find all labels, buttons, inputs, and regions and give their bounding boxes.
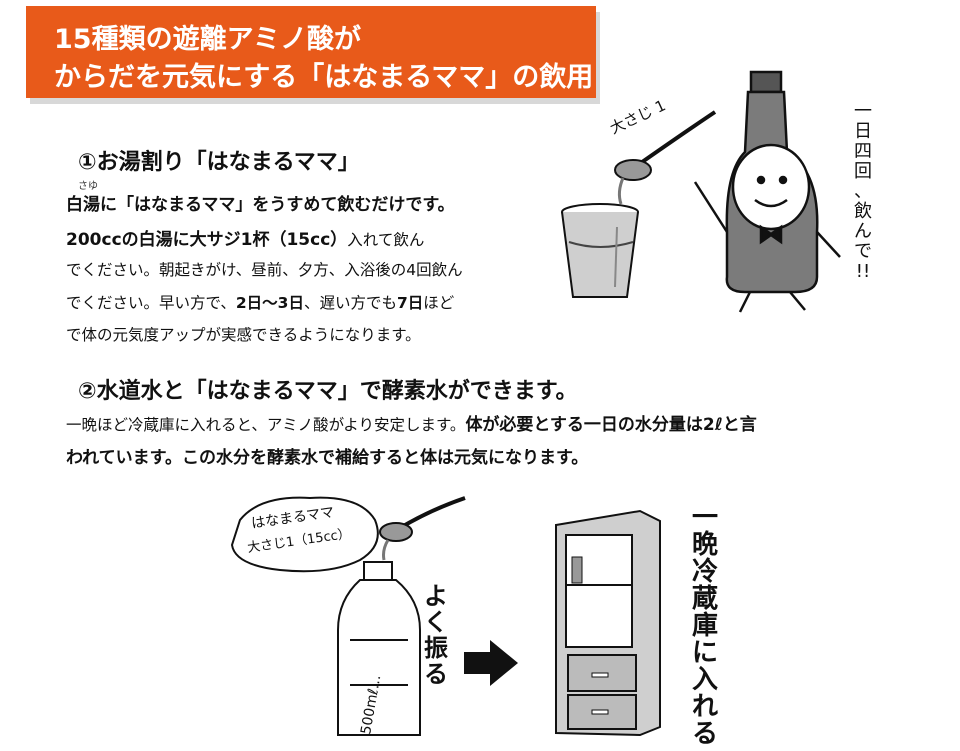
section1-ruby: さゆ (78, 181, 98, 192)
section2-line-2: われています。この水分を酵素水で補給すると体は元気になります。 (66, 448, 589, 468)
title-banner: 15種類の遊離アミノ酸が からだを元気にする「はなまるママ」の飲用 (26, 6, 596, 98)
shake-char: る (424, 660, 448, 688)
side-note-char: 一 (854, 101, 872, 122)
side-note-char: で (854, 241, 872, 262)
section1-line-2: 200ccの白湯に大サジ1杯（15cc）入れて飲ん (66, 225, 424, 250)
side-note-char: ん (854, 221, 872, 242)
water-bottle-icon (337, 561, 421, 736)
fridge-char: 入 (691, 665, 718, 695)
shake-char: く (424, 608, 448, 636)
side-note-char: 四 (854, 141, 872, 162)
shake-label: よ く 振 る (416, 583, 456, 687)
illustration-cup-bottle: 大さじ 1 (561, 70, 841, 313)
section1-line-2-rest: 入れて飲ん (347, 231, 425, 249)
section1-line-4c: 、遅い方でも (303, 294, 397, 312)
fridge-char: れ (691, 692, 718, 722)
section2-heading: ②水道水と「はなまるママ」で酵素水ができます。 (78, 379, 578, 404)
side-note-char: 、 (854, 181, 872, 202)
side-note-char: 飲 (854, 201, 872, 222)
section1-line-4: でください。早い方で、2日〜3日、遅い方でも7日ほど (66, 291, 454, 313)
section1-line-4b: 2日〜3日 (235, 294, 304, 312)
spoon-label: 大さじ 1 (607, 96, 668, 137)
fridge-char: 蔵 (691, 584, 718, 614)
section1-line-4a: でください。早い方で、 (66, 294, 236, 312)
side-note-char: !! (855, 261, 871, 282)
section2-line-1b: 体が必要とする一日の水分量は2ℓと言 (465, 415, 757, 435)
illustration-bubble-bottle: はなまるママ 大さじ1（15cc） 500mℓ… (230, 496, 466, 736)
spoon-icon (379, 496, 466, 561)
shake-char: よ (424, 582, 448, 610)
right-arrow-icon (464, 640, 518, 686)
fridge-char: る (691, 719, 718, 749)
fridge-char: 冷 (691, 557, 718, 587)
section1-line-3: でください。朝起きがけ、昼前、夕方、入浴後の4回飲ん (66, 261, 463, 279)
speech-bubble (230, 496, 379, 573)
section1-line-2-bold: 200ccの白湯に大サジ1杯（15cc） (66, 230, 348, 250)
title-line-2: からだを元気にする「はなまるママ」の飲用 (54, 62, 594, 93)
fridge-char: 庫 (691, 611, 718, 641)
fridge-char: に (691, 638, 718, 668)
cup-icon (561, 203, 639, 298)
section2-line-1a: 一晩ほど冷蔵庫に入れると、アミノ酸がより安定します。 (66, 416, 466, 434)
section2-line-1: 一晩ほど冷蔵庫に入れると、アミノ酸がより安定します。体が必要とする一日の水分量は… (66, 410, 757, 435)
fridge-char: 晩 (691, 530, 718, 560)
fridge-label: 一 晩 冷 蔵 庫 に 入 れ る (685, 505, 725, 748)
section1-heading: ①お湯割り「はなまるママ」 (78, 150, 360, 175)
fridge-icon (555, 509, 661, 737)
title-line-1: 15種類の遊離アミノ酸が (54, 24, 362, 55)
section1-line-4d: 7日 (396, 294, 424, 312)
spoon-icon (614, 110, 717, 205)
section1-line-1: 白湯に「はなまるママ」をうすめて飲むだけです。 (66, 195, 455, 215)
side-note-char: 日 (854, 121, 872, 142)
fridge-char: 一 (691, 503, 718, 533)
shake-char: 振 (424, 634, 448, 662)
bottle-character-icon (693, 70, 841, 313)
side-note-char: 回 (854, 161, 872, 182)
section1-line-5: で体の元気度アップが実感できるようになります。 (66, 326, 421, 344)
section1-line-4e: ほど (423, 294, 455, 312)
side-note: 一 日 四 回 、 飲 ん で !! (842, 102, 902, 352)
